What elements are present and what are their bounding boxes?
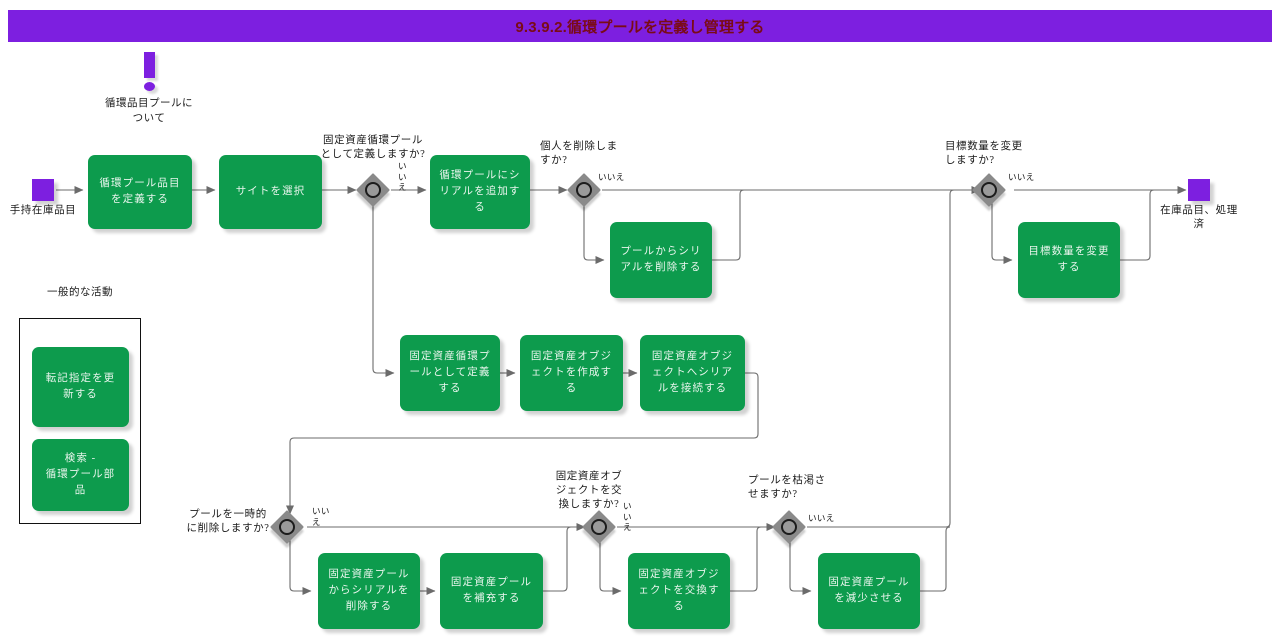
process-connect-serial-to-object[interactable]: 固定資産オブジェクトへシリアルを接続する [640,335,745,411]
legend-title: 一般的な活動 [47,287,113,298]
note-caption: 循環品目プールについて [105,98,193,124]
page-title: 9.3.9.2.循環プールを定義し管理する [515,18,765,36]
start-node-label: 手持在庫品目 [9,205,77,216]
decision-ring-icon [279,519,295,535]
decision-remove-individual[interactable] [567,173,604,210]
edge-label-d6-no: いいえ [808,513,835,523]
decision-ring-icon [981,182,997,198]
process-define-rotable-pool-item[interactable]: 循環プール品目を定義する [88,155,192,229]
legend-box: 転記指定を更新する 検索 - 循環プール部品 [19,318,141,524]
edge-label-d2-no: いいえ [598,172,625,182]
decision-ring-icon [591,519,607,535]
edge-label-d5-no: いいえ [623,501,632,533]
decision-label-d2: 個人を削除しますか? [540,141,618,167]
decision-temporarily-delete-pool[interactable] [270,510,307,547]
process-reduce-asset-pool[interactable]: 固定資産プールを減少させる [818,553,920,629]
decision-label-d6: プールを枯渇させますか? [748,475,826,501]
legend-item-2[interactable]: 検索 - 循環プール部品 [32,439,129,511]
exclamation-icon-dot [144,82,155,91]
process-select-site[interactable]: サイトを選択 [219,155,322,229]
decision-label-d3: 目標数量を変更しますか? [945,141,1023,167]
decision-label-d5: 固定資産オブジェクトを交換しますか? [555,471,623,511]
edge-label-d1-no: いいえ [398,161,407,193]
edge-label-d3-no: いいえ [1008,172,1035,182]
exclamation-icon-bar [144,52,155,78]
decision-ring-icon [781,519,797,535]
process-add-serial-to-pool[interactable]: 循環プールにシリアルを追加する [430,155,530,229]
decision-ring-icon [365,182,381,198]
decision-label-d1: 固定資産循環プールとして定義しますか? [320,135,426,161]
decision-replace-fixed-asset-object[interactable] [582,510,619,547]
decision-change-target-quantity[interactable] [972,173,1009,210]
end-node-label: 在庫品目、処理済 [1160,205,1238,231]
process-define-as-fixed-asset-pool[interactable]: 固定資産循環プールとして定義する [400,335,500,411]
end-node[interactable] [1188,179,1210,201]
decision-deplete-pool[interactable] [772,510,809,547]
process-replace-fixed-asset-object[interactable]: 固定資産オブジェクトを交換する [628,553,730,629]
start-node[interactable] [32,179,54,201]
process-replenish-asset-pool[interactable]: 固定資産プールを補充する [440,553,543,629]
title-bar: 9.3.9.2.循環プールを定義し管理する [8,10,1272,42]
legend-item-1[interactable]: 転記指定を更新する [32,347,129,427]
decision-label-d4: プールを一時的に削除しますか? [186,509,270,535]
process-remove-serial-from-asset-pool[interactable]: 固定資産プールからシリアルを削除する [318,553,420,629]
decision-ring-icon [576,182,592,198]
decision-define-as-fixed-asset-pool[interactable] [356,173,393,210]
process-remove-serial-from-pool[interactable]: プールからシリアルを削除する [610,222,712,298]
edge-label-d4-no: いいえ [312,506,330,527]
process-change-target-quantity[interactable]: 目標数量を変更する [1018,222,1120,298]
process-create-fixed-asset-object[interactable]: 固定資産オブジェクトを作成する [520,335,623,411]
